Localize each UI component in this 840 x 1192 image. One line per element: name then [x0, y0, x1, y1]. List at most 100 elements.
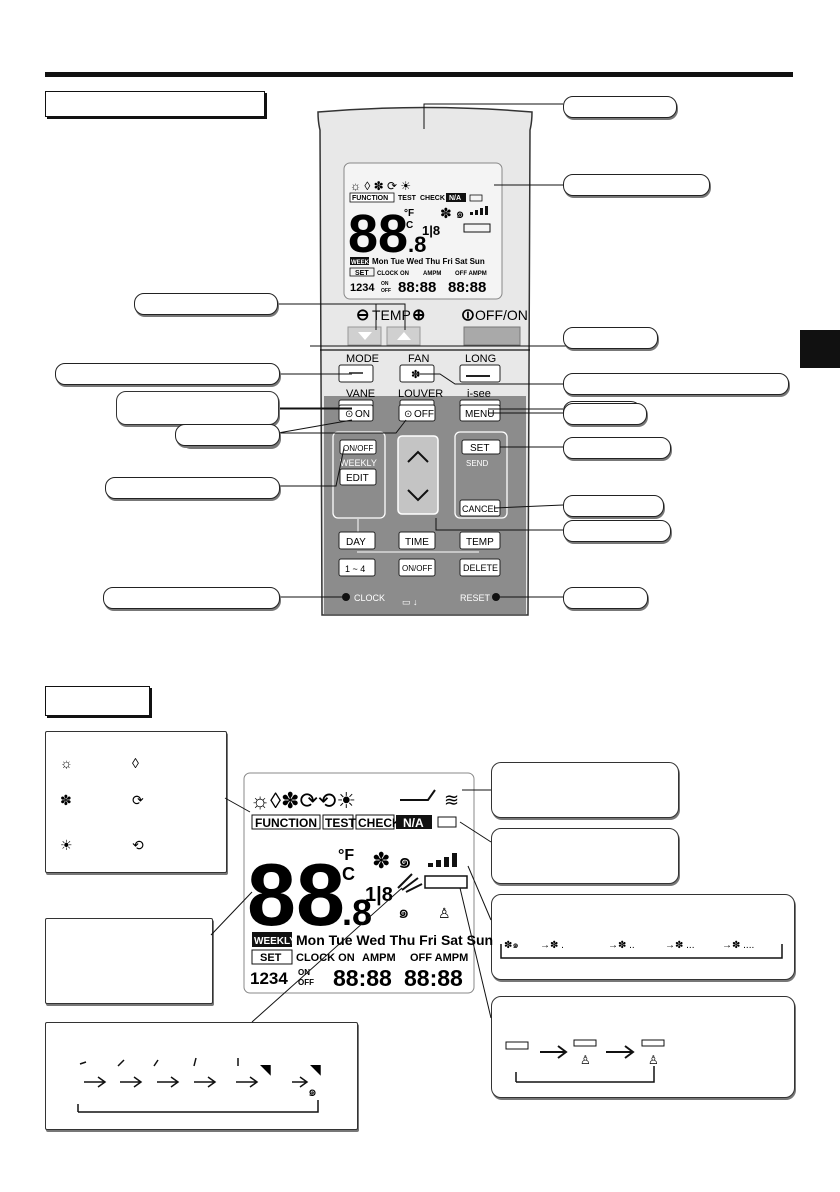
lcd-time-right: 88:88 [448, 279, 486, 296]
reset-button[interactable] [492, 593, 500, 601]
callout-set-button [563, 437, 671, 459]
onoff-label: ON/OFF [402, 564, 432, 573]
menu-label: MENU [465, 409, 494, 420]
lcd-time-left: 88:88 [398, 279, 436, 296]
lcd-pattern-numbers: 1234 [350, 282, 375, 294]
display-deg-f: °F [338, 847, 354, 864]
off-btn[interactable]: ⊙ OFF [398, 404, 436, 422]
remote-lcd: ☼ ◊ ✽ ⟳ ☀ FUNCTION TEST CHECK N/A 88 .8 … [348, 179, 491, 296]
arrow-pad[interactable] [397, 435, 439, 515]
auto-mode-icon: ☼ [60, 755, 73, 771]
lcd-function-badge: FUNCTION [352, 195, 388, 202]
pattern-button[interactable]: 1 ~ 4 [338, 558, 376, 577]
lcd-set-badge: SET [355, 270, 369, 277]
display-off-ampm: OFF AMPM [410, 952, 468, 964]
mode-icon-legend [45, 731, 227, 873]
display-time-right: 88:88 [404, 965, 463, 991]
callout-signal-emitter [563, 96, 677, 118]
remote-leader-lines-2 [277, 407, 564, 598]
pattern-label: 1 ~ 4 [345, 564, 365, 574]
time-button[interactable]: TIME [398, 531, 436, 550]
display-na-badge: N/A [403, 816, 424, 830]
day-button[interactable]: DAY [338, 531, 376, 550]
delete-button[interactable]: DELETE [459, 558, 501, 577]
top-rule [45, 72, 793, 77]
long-label: LONG [465, 353, 496, 365]
temp-button[interactable]: TEMP [459, 531, 501, 550]
display-weekly-badge: WEEKLY [254, 936, 296, 947]
remote-section-title-box [45, 91, 265, 117]
display-set-badge: SET [260, 952, 282, 964]
vane-sequence [77, 1057, 319, 1113]
power-icon: ⏼ [462, 307, 474, 324]
fan-speed-sequence: ✽๑ →✽ . →✽ .. →✽ ... →✽ .... [500, 940, 783, 959]
offon-button[interactable] [463, 326, 521, 346]
display-big-digits: 88 [247, 845, 345, 944]
display-days: Mon Tue Wed Thu Fri Sat Sun [296, 932, 493, 948]
display-signal-icon: ≋ [444, 790, 459, 810]
display-clock-on: CLOCK ON [296, 952, 355, 964]
long-button[interactable] [459, 364, 501, 383]
on-timer-text: ⊙ [345, 409, 353, 420]
delete-label: DELETE [463, 563, 498, 573]
signal-legend [491, 762, 679, 818]
cancel-label: CANCEL [462, 504, 499, 514]
lcd-off-ampm: OFF AMPM [455, 271, 487, 277]
temp-label: TEMP [372, 307, 411, 323]
callout-mode-button [55, 363, 280, 385]
vane-auto-icon: ◥ [310, 1061, 321, 1077]
down-arrow-icon [407, 489, 429, 502]
display-vane-numbers: 1|8 [365, 884, 393, 906]
callout-off-timer [175, 424, 280, 446]
fan-button[interactable]: ✽ [399, 364, 435, 383]
weekly-onoff-button[interactable]: ON/OFF [339, 439, 377, 455]
lcd-vane-numbers: 1|8 [422, 223, 440, 238]
weekly-onoff-label: ON/OFF [343, 444, 373, 453]
dual-mode-icon: ⟲ [132, 837, 144, 853]
offon-label: OFF/ON [475, 307, 528, 323]
clock-button[interactable] [342, 593, 350, 601]
display-test-badge: TEST [325, 816, 356, 830]
temp-minus-icon: ⊖ [356, 307, 369, 324]
lcd-days: Mon Tue Wed Thu Fri Sat Sun [372, 257, 485, 266]
vane-swing-icon: ◥ [260, 1061, 271, 1077]
edit-button[interactable]: EDIT [339, 468, 377, 486]
display-swing-icon: ๑ [398, 902, 409, 922]
lcd-fan-icon: ✽ ๑ [440, 205, 465, 221]
dry-mode-icon: ◊ [132, 755, 139, 771]
temperature-legend [45, 918, 213, 1004]
lcd-weekly-badge: WEEKLY [351, 260, 376, 266]
weekly-label: WEEKLY [340, 458, 377, 468]
fan-speed-legend [491, 894, 795, 980]
lcd-ampm: AMPM [423, 271, 441, 277]
lcd-timer-on: ON [381, 281, 389, 287]
fan-auto-icon: ✽๑ [504, 940, 519, 951]
display-time-left: 88:88 [333, 965, 392, 991]
send-label: SEND [466, 459, 488, 468]
chapter-tab [800, 330, 840, 368]
display-deg-c: C [342, 864, 355, 884]
lcd-timer-off: OFF [381, 288, 391, 294]
display-pattern-numbers: 1234 [250, 969, 288, 988]
mode-label: MODE [346, 353, 379, 365]
mode-button[interactable] [338, 364, 374, 383]
louver-sequence: ♙ ♙ [505, 1039, 665, 1083]
display-leader-lines [210, 789, 492, 1023]
display-fan-icon: ✽ [372, 848, 390, 873]
fan-icon: ✽ [411, 369, 420, 381]
lcd-deg-f: °F [404, 208, 414, 219]
lcd-clock-on: CLOCK ON [377, 271, 409, 277]
display-mode-icons: ☼◊✽⟳⟲☀ [250, 788, 356, 813]
lcd-test-badge: TEST [398, 195, 417, 202]
onoff-timer-button[interactable]: ON/OFF [398, 558, 436, 577]
lcd-mode-icons: ☼ ◊ ✽ ⟳ ☀ [350, 179, 411, 193]
callout-menu-button [563, 403, 647, 425]
fan-speed-3-icon: →✽ ... [665, 940, 695, 951]
vane-label: VANE [346, 388, 375, 400]
reset-label: RESET [460, 593, 491, 603]
fan-speed-2-icon: →✽ .. [608, 940, 635, 951]
heat-cool-mode-icon: ⟳ [132, 792, 144, 808]
off-timer-label: OFF [414, 409, 434, 420]
